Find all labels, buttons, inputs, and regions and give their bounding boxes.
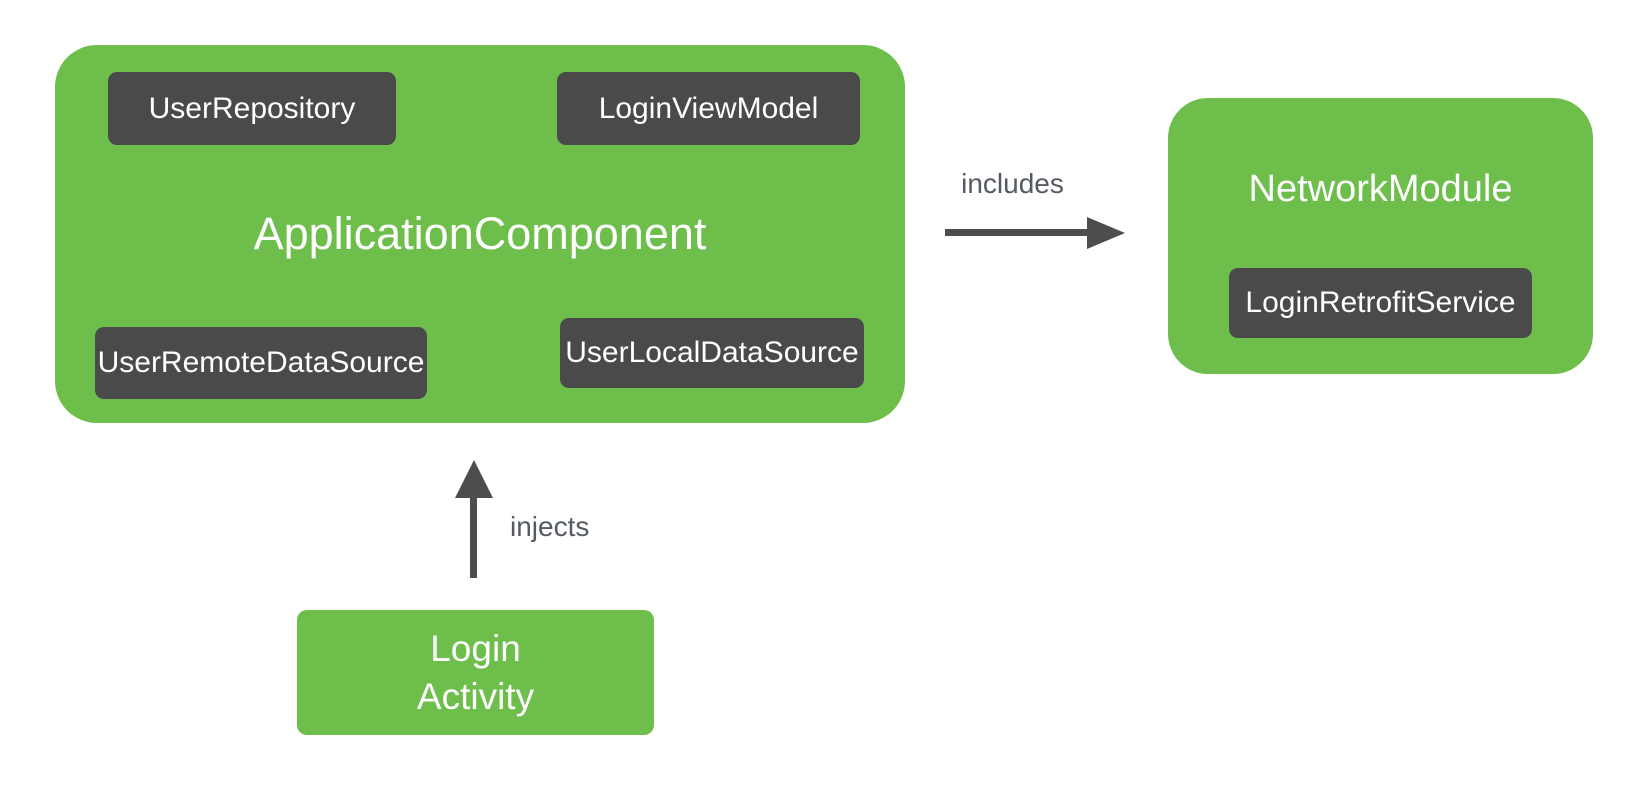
application-component-box: UserRepository LoginViewModel Applicatio… xyxy=(55,45,905,423)
application-component-title: ApplicationComponent xyxy=(253,208,707,259)
injects-arrow-shaft xyxy=(470,497,477,578)
chip-user-remote-data-source: UserRemoteDataSource xyxy=(95,327,427,399)
login-activity-box: Login Activity xyxy=(297,610,654,735)
right-arrowhead-icon xyxy=(1087,217,1125,249)
injects-edge-label: injects xyxy=(510,511,590,542)
includes-arrow-shaft xyxy=(945,229,1087,236)
network-module-title: NetworkModule xyxy=(1248,168,1513,210)
up-arrowhead-icon xyxy=(455,460,493,498)
includes-edge-label: includes xyxy=(961,168,1064,199)
chip-user-repository: UserRepository xyxy=(108,72,396,145)
login-activity-label-line2: Activity xyxy=(416,675,535,717)
chip-user-local-data-source: UserLocalDataSource xyxy=(560,318,864,388)
login-activity-label-line1: Login xyxy=(430,628,521,670)
chip-login-view-model: LoginViewModel xyxy=(557,72,860,145)
network-module-box: NetworkModule LoginRetrofitService xyxy=(1168,98,1593,374)
chip-login-retrofit-service: LoginRetrofitService xyxy=(1229,268,1532,338)
